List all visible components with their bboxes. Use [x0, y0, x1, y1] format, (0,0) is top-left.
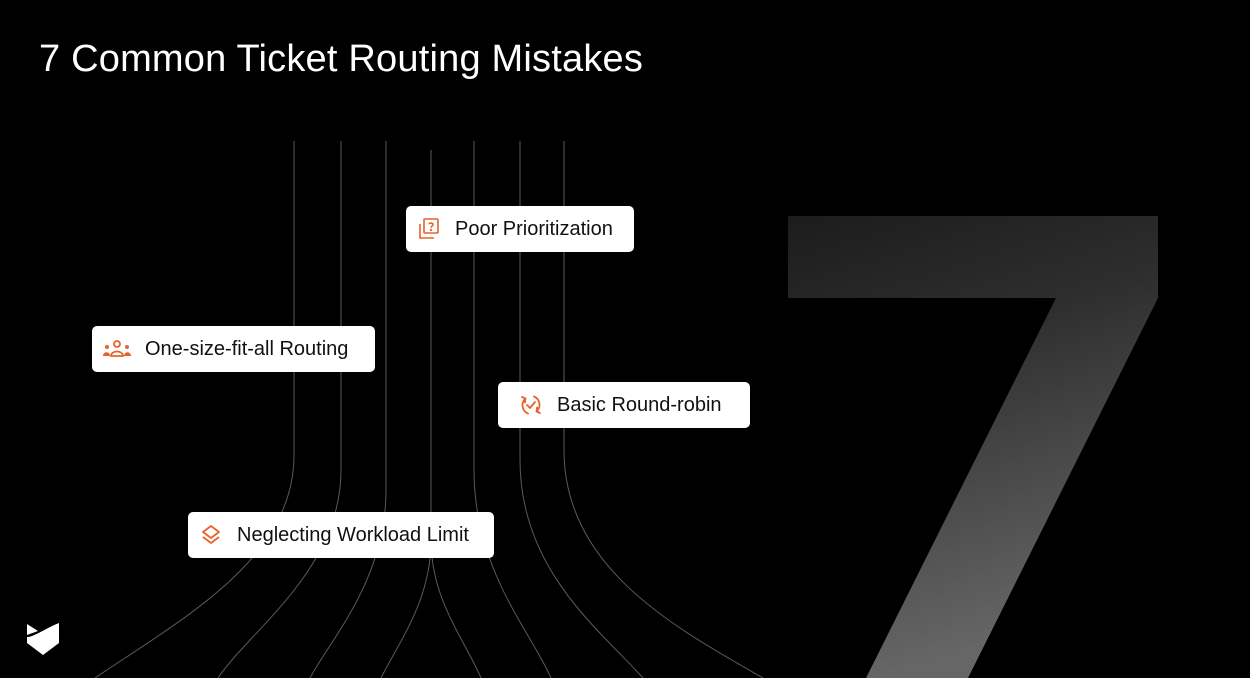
card-basic-round-robin: Basic Round-robin: [498, 382, 750, 428]
layers-icon: [198, 522, 224, 548]
card-label: Poor Prioritization: [455, 217, 613, 240]
brand-logo-icon: [27, 623, 59, 655]
question-stack-icon: [416, 216, 442, 242]
card-one-size-fit-all-routing: One-size-fit-all Routing: [92, 326, 375, 372]
team-group-icon: [102, 336, 132, 362]
big-seven-numeral: [788, 216, 1158, 678]
card-label: One-size-fit-all Routing: [145, 337, 349, 360]
cycle-check-icon: [518, 392, 544, 418]
card-poor-prioritization: Poor Prioritization: [406, 206, 634, 252]
routing-lines: [94, 141, 764, 678]
page-title: 7 Common Ticket Routing Mistakes: [39, 38, 644, 80]
card-label: Neglecting Workload Limit: [237, 523, 469, 546]
card-neglecting-workload-limit: Neglecting Workload Limit: [188, 512, 494, 558]
card-label: Basic Round-robin: [557, 393, 722, 416]
